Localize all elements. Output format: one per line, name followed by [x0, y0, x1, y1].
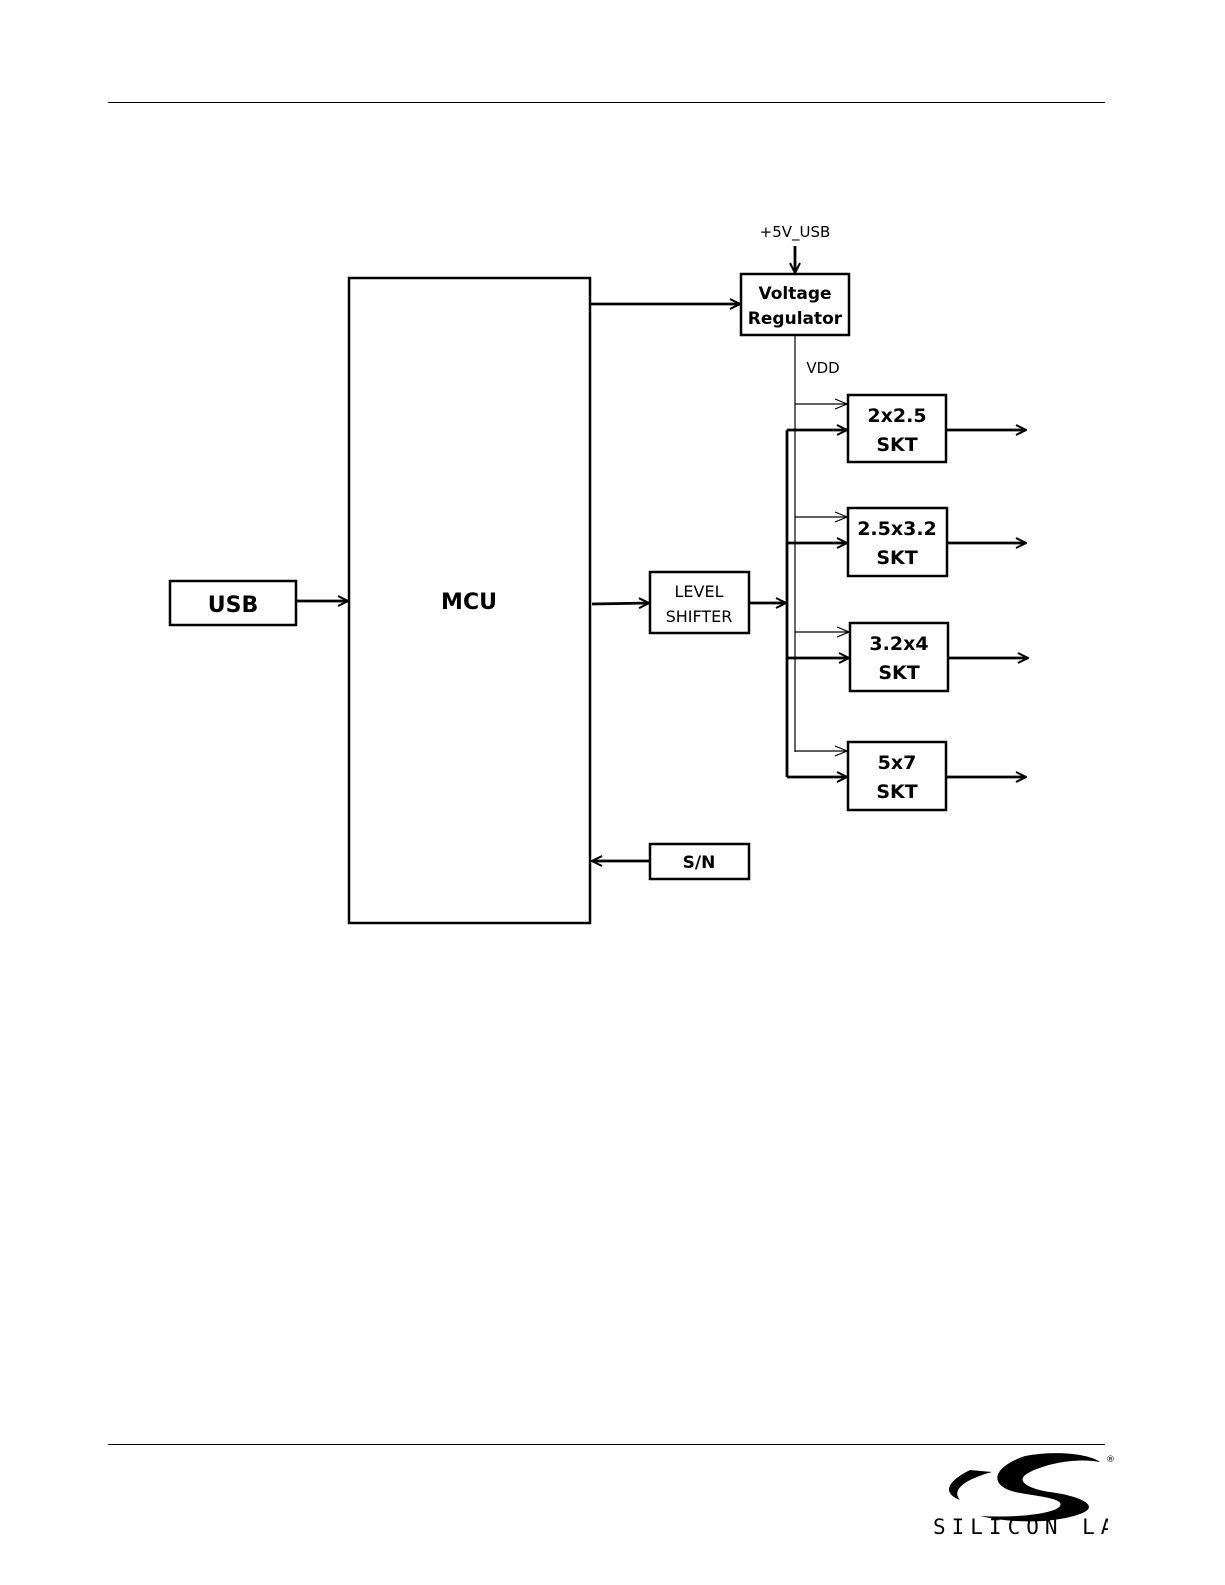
mcu-label: MCU	[441, 590, 497, 615]
silicon-labs-logo-icon	[949, 1453, 1100, 1521]
silicon-labs-wordmark: SILICON LABS	[933, 1514, 1108, 1540]
registered-mark: ®	[1106, 1455, 1115, 1465]
socket-size-label: 2.5x3.2	[857, 518, 937, 540]
serial-number-label: S/N	[683, 853, 716, 873]
socket-size-label: 5x7	[878, 752, 917, 774]
socket-type-label: SKT	[878, 662, 919, 684]
voltage-regulator-block: Voltage Regulator	[741, 274, 849, 335]
level-shifter-label-line1: LEVEL	[675, 582, 724, 601]
socket-type-label: SKT	[876, 547, 917, 569]
regulator-label-line1: Voltage	[758, 284, 831, 304]
serial-number-block: S/N	[650, 844, 749, 879]
socket-block-2-5x3-2: 2.5x3.2 SKT	[848, 508, 947, 576]
vdd-label: VDD	[806, 359, 839, 377]
mcu-block: MCU	[349, 278, 590, 923]
usb-block: USB	[170, 581, 296, 625]
power-input-label: +5V_USB	[760, 223, 831, 242]
socket-size-label: 3.2x4	[869, 633, 928, 655]
socket-block-3-2x4: 3.2x4 SKT	[850, 623, 948, 691]
silicon-labs-logo: ®	[930, 1448, 1115, 1573]
socket-block-5x7: 5x7 SKT	[848, 742, 946, 810]
mcu-to-level-shifter-arrow	[592, 603, 649, 604]
socket-type-label: SKT	[876, 434, 917, 456]
socket-block-2x2-5: 2x2.5 SKT	[848, 395, 946, 462]
socket-size-label: 2x2.5	[867, 405, 926, 427]
level-shifter-block: LEVEL SHIFTER	[650, 572, 749, 633]
socket-type-label: SKT	[876, 781, 917, 803]
level-shifter-label-line2: SHIFTER	[666, 607, 733, 626]
usb-label: USB	[208, 593, 258, 618]
regulator-label-line2: Regulator	[748, 309, 843, 329]
